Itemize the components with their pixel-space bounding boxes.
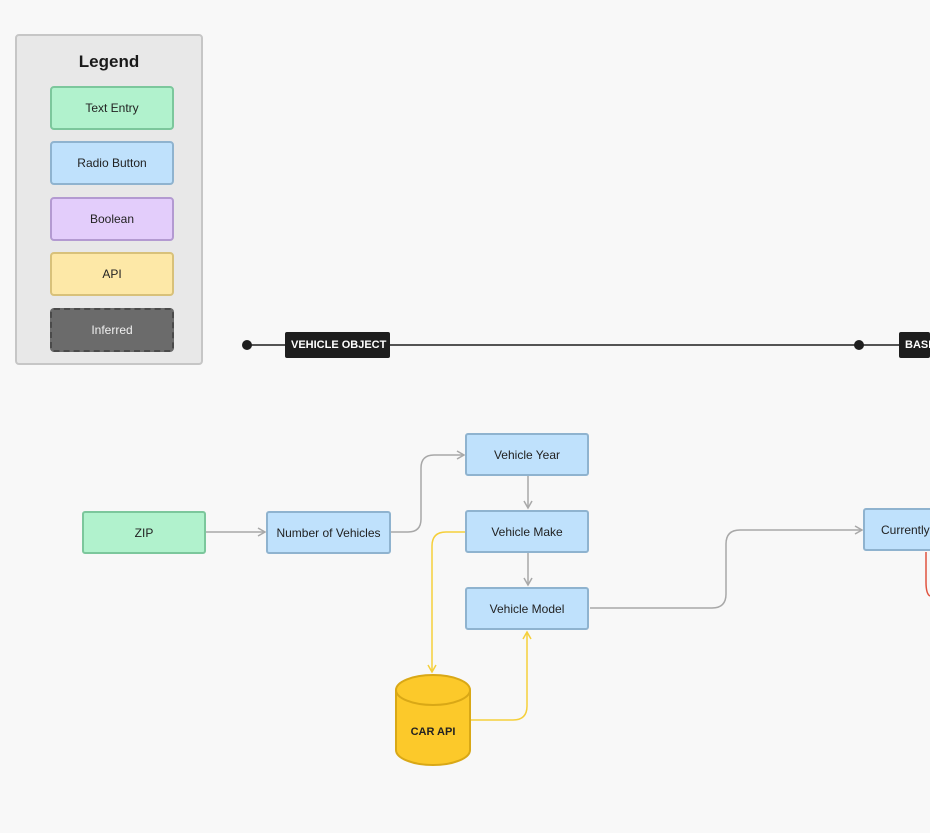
legend-item-text-entry: Text Entry — [50, 86, 174, 130]
node-currently-partial[interactable]: Currently — [863, 508, 930, 551]
edge-make-to-car-api — [427, 531, 465, 674]
car-api-label: CAR API — [410, 726, 456, 738]
node-vehicle-model[interactable]: Vehicle Model — [465, 587, 589, 630]
legend-panel: Legend Text Entry Radio Button Boolean A… — [15, 34, 203, 365]
legend-item-inferred: Inferred — [50, 308, 174, 352]
edge-red-partial — [925, 552, 930, 597]
legend-item-radio-button: Radio Button — [50, 141, 174, 185]
car-api-database-icon — [395, 674, 471, 766]
section-start-dot — [242, 340, 252, 350]
legend-item-api: API — [50, 252, 174, 296]
legend-item-boolean: Boolean — [50, 197, 174, 241]
section-label-basic-partial: BASI — [899, 332, 930, 358]
edge-number-to-year — [391, 450, 466, 533]
section-end-dot — [854, 340, 864, 350]
edge-car-api-to-model — [471, 630, 532, 721]
edge-model-to-currently — [590, 525, 864, 609]
node-vehicle-year[interactable]: Vehicle Year — [465, 433, 589, 476]
section-label-vehicle-object: VEHICLE OBJECT — [285, 332, 390, 358]
node-zip[interactable]: ZIP — [82, 511, 206, 554]
legend-title: Legend — [78, 52, 140, 71]
node-number-of-vehicles[interactable]: Number of Vehicles — [266, 511, 391, 554]
node-vehicle-make[interactable]: Vehicle Make — [465, 510, 589, 553]
